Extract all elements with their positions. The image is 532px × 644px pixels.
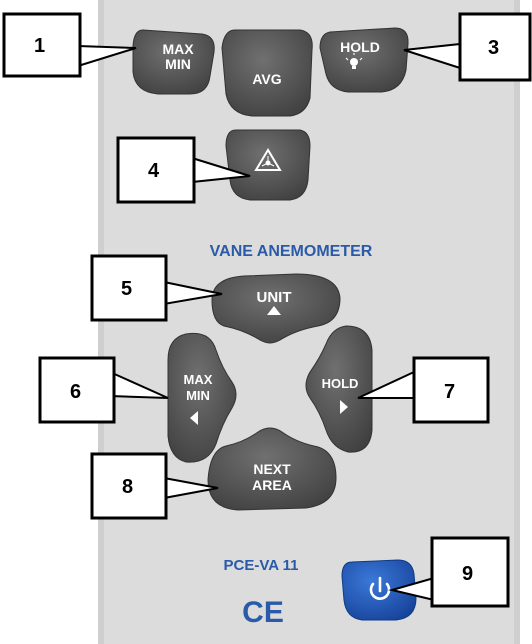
next-area-line1: NEXT [253, 461, 291, 477]
callout-6: 6 [38, 356, 116, 424]
ce-mark: CE [242, 596, 284, 629]
callout-5: 5 [90, 254, 168, 322]
callout-5-label: 5 [121, 278, 132, 300]
laser-button[interactable] [225, 129, 311, 201]
hold-right-button[interactable]: HOLD [305, 325, 373, 453]
model-label: PCE-VA 11 [223, 557, 298, 574]
callout-6-label: 6 [70, 381, 81, 403]
callout-9: 9 [430, 536, 510, 608]
max-min-left-button[interactable]: MAX MIN [167, 332, 237, 463]
next-area-button[interactable]: NEXT AREA [207, 427, 337, 511]
max-min-top-line2: MIN [165, 56, 191, 72]
arrow-up-icon [267, 306, 281, 315]
unit-label: UNIT [257, 289, 292, 306]
avg-button[interactable]: AVG [221, 29, 313, 117]
callout-1-label: 1 [34, 35, 45, 57]
max-min-top-button[interactable]: MAX MIN [132, 29, 215, 95]
callout-leaders [77, 42, 461, 602]
callout-8-label: 8 [122, 476, 133, 498]
power-button[interactable] [341, 559, 417, 621]
hold-top-label: HOLD [340, 39, 380, 55]
laser-warning-icon [254, 148, 282, 171]
arrow-left-icon [190, 411, 198, 425]
callout-4-label: 4 [148, 160, 160, 182]
light-bulb-icon [345, 53, 363, 69]
callout-7: 7 [412, 356, 490, 424]
callout-3: 3 [458, 12, 532, 82]
next-area-line2: AREA [252, 477, 292, 493]
callout-8: 8 [90, 452, 168, 520]
callout-4: 4 [116, 136, 196, 204]
panel-edge-right [514, 0, 520, 644]
max-min-left-line1: MAX [184, 372, 213, 387]
avg-label: AVG [252, 71, 281, 87]
hold-right-label: HOLD [322, 376, 359, 391]
max-min-left-line2: MIN [186, 388, 210, 403]
brand-label: VANE ANEMOMETER [210, 243, 373, 260]
callout-7-label: 7 [444, 381, 455, 403]
unit-up-button[interactable]: UNIT [211, 273, 341, 344]
callout-9-label: 9 [462, 563, 473, 585]
callout-1: 1 [2, 12, 82, 78]
hold-top-button[interactable]: HOLD [319, 27, 409, 93]
callout-3-label: 3 [488, 37, 499, 59]
power-icon [369, 576, 391, 600]
panel-edge-left [98, 0, 104, 644]
max-min-top-line1: MAX [162, 41, 194, 57]
arrow-right-icon [340, 400, 348, 414]
